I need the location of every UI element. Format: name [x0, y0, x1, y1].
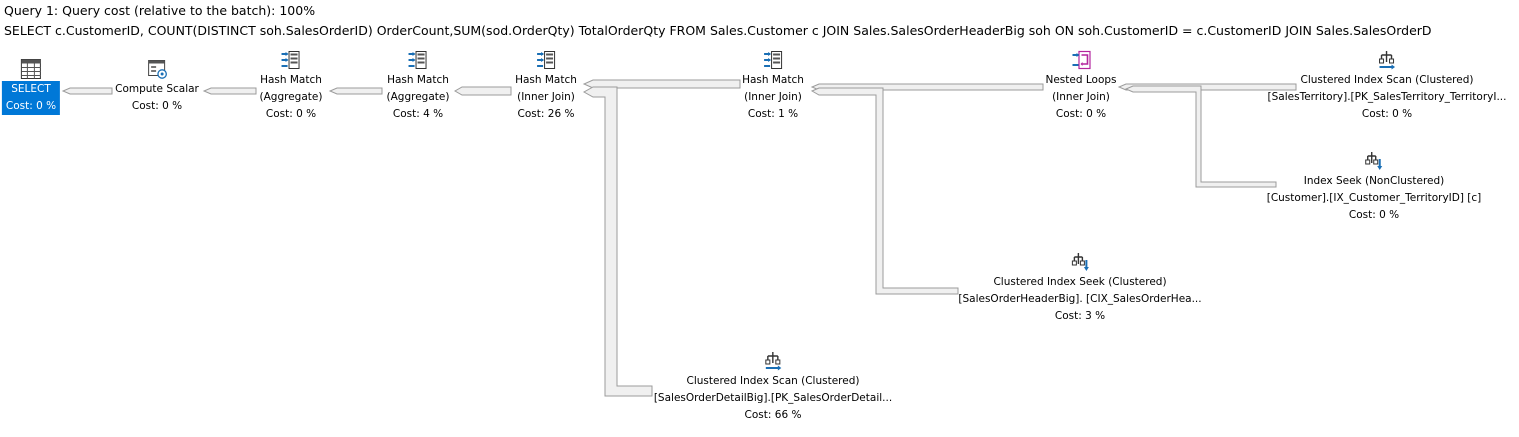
arrow-hashagg2-to-hashagg1	[328, 87, 383, 95]
hash-match-inner-join-operator-2[interactable]: Hash Match (Inner Join) Cost: 1 %	[742, 49, 804, 123]
clustered-index-scan-territory-operator[interactable]: Clustered Index Scan (Clustered) [SalesT…	[1267, 49, 1507, 123]
operator-cost: Cost: 26 %	[517, 108, 575, 120]
hash-match-aggregate-operator-2[interactable]: Hash Match (Aggregate) Cost: 4 %	[386, 49, 450, 123]
operator-subtype: (Inner Join)	[517, 91, 575, 103]
compute-scalar-operator[interactable]: Compute Scalar Cost: 0 %	[115, 58, 199, 115]
hash-match-inner-join-operator-1[interactable]: Hash Match (Inner Join) Cost: 26 %	[515, 49, 577, 123]
operator-name: Hash Match	[515, 74, 577, 86]
arrow-hashagg1-to-compute	[202, 87, 257, 95]
operator-cost: Cost: 0 %	[265, 108, 317, 120]
operator-subtype: (Inner Join)	[1052, 91, 1110, 103]
arrow-header-to-hashjoin2	[810, 87, 959, 295]
operator-subtype: (Inner Join)	[744, 91, 802, 103]
operator-name: Nested Loops	[1045, 74, 1117, 86]
index-seek-icon	[1365, 152, 1383, 170]
query-sql-text: SELECT c.CustomerID, COUNT(DISTINCT soh.…	[4, 23, 1432, 38]
operator-cost: Cost: 0 %	[131, 100, 183, 112]
operator-cost: Cost: 0 %	[1, 98, 61, 115]
hash-match-icon	[764, 51, 782, 69]
operator-object: [Customer].[IX_Customer_TerritoryID] [c]	[1266, 192, 1482, 204]
arrow-hashjoin1-to-hashagg2	[453, 86, 512, 96]
operator-name: Hash Match	[260, 74, 322, 86]
arrow-detail-to-hashjoin1	[582, 86, 653, 397]
operator-subtype: (Aggregate)	[259, 91, 323, 103]
result-grid-icon	[21, 59, 41, 79]
hash-match-icon	[409, 51, 427, 69]
hash-match-icon	[282, 51, 300, 69]
operator-cost: Cost: 4 %	[392, 108, 444, 120]
operator-object: [SalesOrderHeaderBig]. [CIX_SalesOrderHe…	[958, 293, 1202, 305]
operator-object: [SalesOrderDetailBig].[PK_SalesOrderDeta…	[653, 392, 893, 404]
query-cost-header: Query 1: Query cost (relative to the bat…	[4, 3, 316, 18]
operator-cost: Cost: 0 %	[1361, 108, 1413, 120]
operator-name: Hash Match	[387, 74, 449, 86]
clustered-index-seek-icon	[1071, 253, 1089, 271]
clustered-index-scan-icon	[1379, 51, 1396, 70]
operator-subtype: (Aggregate)	[386, 91, 450, 103]
arrow-hashjoin2-to-hashjoin1	[582, 79, 741, 89]
operator-name: Clustered Index Scan (Clustered)	[1300, 74, 1474, 86]
operator-cost: Cost: 0 %	[1055, 108, 1107, 120]
nested-loops-icon	[1071, 50, 1091, 70]
hash-match-icon	[537, 51, 555, 69]
arrow-compute-to-select	[61, 87, 113, 95]
operator-name: Clustered Index Seek (Clustered)	[993, 276, 1167, 288]
clustered-index-scan-icon	[765, 352, 782, 371]
select-operator[interactable]: SELECT Cost: 0 %	[1, 58, 61, 115]
operator-name: Clustered Index Scan (Clustered)	[686, 375, 860, 387]
operator-cost: Cost: 1 %	[747, 108, 799, 120]
operator-name: Hash Match	[742, 74, 804, 86]
clustered-index-seek-header-operator[interactable]: Clustered Index Seek (Clustered) [SalesO…	[958, 251, 1202, 325]
operator-name: Index Seek (NonClustered)	[1303, 175, 1445, 187]
hash-match-aggregate-operator-1[interactable]: Hash Match (Aggregate) Cost: 0 %	[259, 49, 323, 123]
arrow-customer-to-nestedloops	[1124, 85, 1277, 188]
compute-scalar-icon	[147, 60, 167, 79]
operator-name: SELECT	[1, 81, 61, 98]
operator-cost: Cost: 66 %	[744, 409, 802, 421]
operator-object: [SalesTerritory].[PK_SalesTerritory_Terr…	[1267, 91, 1507, 103]
operator-cost: Cost: 3 %	[1054, 310, 1106, 322]
operator-name: Compute Scalar	[115, 83, 199, 95]
clustered-index-scan-detail-operator[interactable]: Clustered Index Scan (Clustered) [SalesO…	[654, 350, 892, 424]
index-seek-customer-operator[interactable]: Index Seek (NonClustered) [Customer].[IX…	[1266, 150, 1482, 224]
operator-cost: Cost: 0 %	[1348, 209, 1400, 221]
nested-loops-operator[interactable]: Nested Loops (Inner Join) Cost: 0 %	[1045, 49, 1117, 123]
